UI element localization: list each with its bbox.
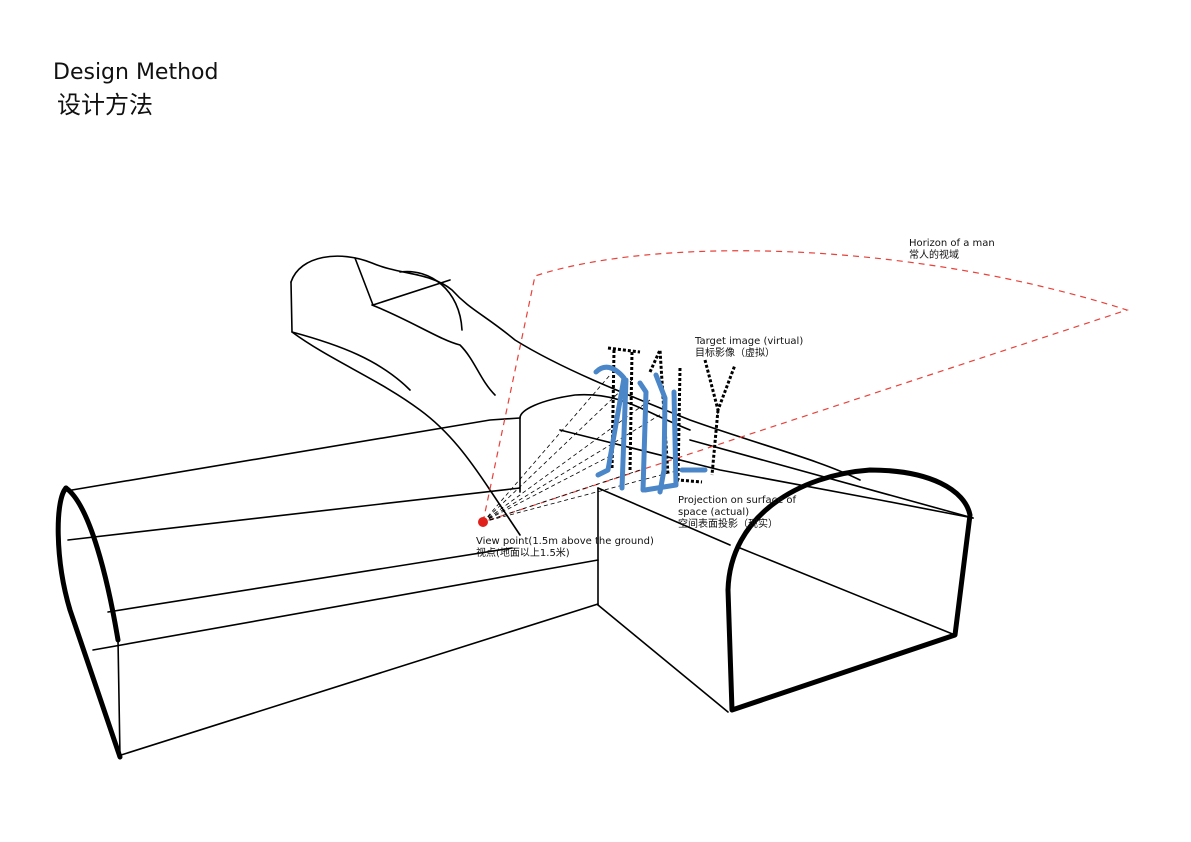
building-outline — [65, 255, 974, 758]
right-tunnel-arch — [725, 467, 973, 713]
projection-label-en-2: space (actual) — [678, 507, 750, 518]
projection-shape — [642, 389, 679, 493]
roof-fold-2 — [399, 270, 463, 331]
left-mid-edge — [92, 559, 599, 651]
tunnel-floor-edge — [739, 547, 956, 636]
arch-top — [519, 393, 691, 431]
left-floor-edge — [107, 547, 513, 613]
target-label: Target image (virtual) 目标影像（虚拟） — [695, 336, 803, 360]
virtual-letter — [628, 351, 634, 473]
title-english: Design Method — [53, 60, 219, 85]
roof-left-side — [290, 281, 521, 536]
horizon-of-view — [482, 250, 1129, 523]
horizon-label-zh: 常人的视域 — [909, 250, 959, 261]
sight-line — [482, 454, 613, 523]
roof-fold-3 — [371, 304, 496, 396]
target-label-en: Target image (virtual) — [695, 336, 804, 347]
left-end-vertical — [117, 639, 121, 758]
virtual-letter — [703, 359, 737, 476]
viewpoint-label: View point(1.5m above the ground) 视点(地面以… — [476, 536, 654, 560]
viewpoint-label-zh: 视点(地面以上1.5米) — [476, 548, 570, 559]
projection-label-zh: 空间表面投影（现实） — [678, 519, 778, 530]
horizon-dashed-arc — [482, 250, 1129, 523]
sight-line — [482, 469, 681, 523]
left-top-edge-inner — [67, 487, 521, 541]
projection-shapes — [593, 364, 708, 495]
sight-line — [482, 374, 611, 523]
projection-label: Projection on surface of space (actual) … — [678, 495, 796, 531]
sight-lines — [482, 374, 681, 523]
horizon-label-en: Horizon of a man — [909, 238, 995, 249]
sight-line — [482, 409, 669, 523]
tunnel-openings — [55, 467, 973, 760]
viewpoint-label-en: View point(1.5m above the ground) — [476, 536, 654, 547]
projection-shape — [637, 380, 649, 493]
left-tunnel-arch-right — [63, 485, 121, 643]
title-chinese: 设计方法 — [57, 91, 153, 119]
viewpoint-dot — [478, 517, 488, 527]
projection-label-en-1: Projection on surface of — [678, 495, 797, 506]
projection-shape — [653, 372, 668, 495]
projection-shape — [593, 364, 627, 478]
center-diagonal-bottom — [597, 604, 729, 713]
roof-fold — [354, 257, 451, 306]
target-label-zh: 目标影像（虚拟） — [695, 348, 775, 359]
left-top-edge — [65, 417, 521, 492]
right-roof-edge — [559, 429, 974, 519]
horizon-label: Horizon of a man 常人的视域 — [909, 238, 995, 262]
roof-top-curve — [290, 255, 861, 481]
left-tunnel-arch — [55, 485, 123, 760]
projection-shape — [619, 377, 629, 491]
left-bottom-edge — [117, 603, 599, 757]
roof-lower-edge — [291, 331, 411, 391]
center-diagonal-top — [597, 487, 731, 546]
right-top-edge — [689, 439, 974, 519]
sight-line — [482, 379, 633, 523]
